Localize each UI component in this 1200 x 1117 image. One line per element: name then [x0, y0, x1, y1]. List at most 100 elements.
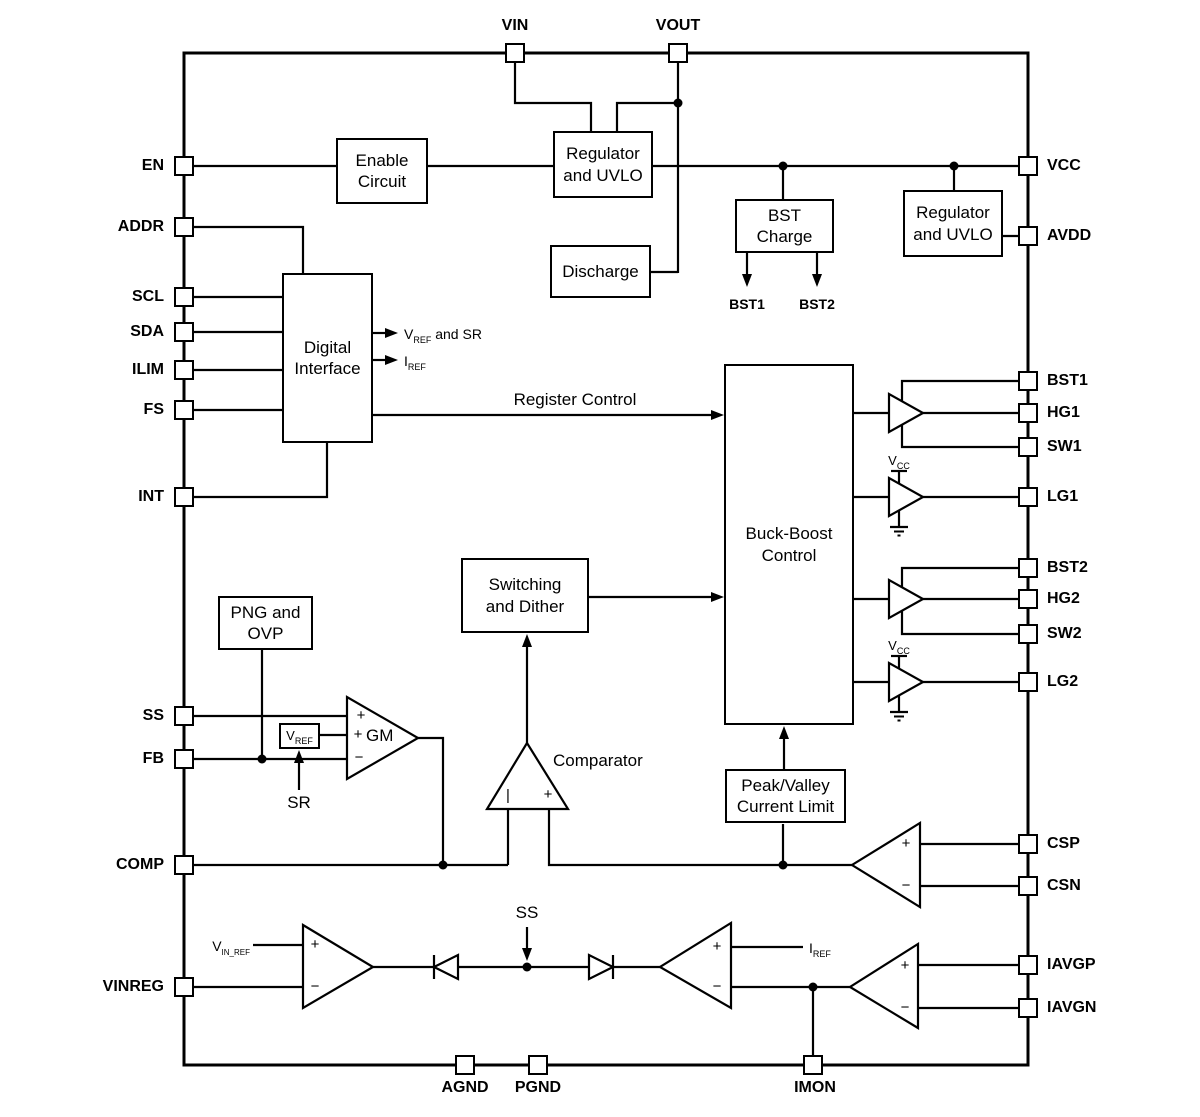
pin-en	[174, 156, 194, 176]
iavg-amp-triangle	[847, 942, 920, 1030]
pin-label-lg1: LG1	[1047, 488, 1079, 505]
pin-comp	[174, 855, 194, 875]
iref-out-label: IREF	[404, 353, 426, 372]
pin-addr	[174, 217, 194, 237]
pin-label-ilim: ILIM	[132, 361, 164, 378]
pin-vin	[505, 43, 525, 63]
pin-label-ss: SS	[142, 707, 164, 724]
current-sense-amp-triangle	[849, 821, 922, 909]
pin-label-int: INT	[138, 488, 164, 505]
pin-iavgn	[1018, 998, 1038, 1018]
clamp-amp-triangle	[657, 921, 733, 1010]
pin-label-sw2: SW2	[1047, 625, 1082, 642]
register-control-label: Register Control	[513, 390, 637, 409]
lg2-driver-triangle	[887, 661, 926, 703]
cs-amp-minus: −	[901, 877, 911, 894]
vin-wire	[513, 63, 593, 133]
pin-imon	[803, 1055, 823, 1075]
pin-label-fs: FS	[143, 401, 164, 418]
pin-label-vout: VOUT	[655, 17, 701, 34]
comparator-label: Comparator	[553, 751, 643, 770]
diode-right-triangle	[587, 953, 616, 981]
vcc-driver1-label: VCC	[888, 453, 910, 471]
pin-label-sw1: SW1	[1047, 438, 1082, 455]
pin-csn	[1018, 876, 1038, 896]
junction-dot	[438, 860, 448, 870]
junction-dot	[808, 982, 818, 992]
pin-label-comp: COMP	[116, 856, 164, 873]
vinreg-amp-triangle	[301, 923, 376, 1010]
arrow-ss-inject	[522, 948, 532, 961]
vref-box-label: VREF	[286, 727, 313, 746]
pin-bst1	[1018, 371, 1038, 391]
pin-label-csp: CSP	[1047, 835, 1080, 852]
gm-amp-triangle	[345, 695, 421, 781]
pin-vcc	[1018, 156, 1038, 176]
pin-sw1	[1018, 437, 1038, 457]
vout-branch-wire	[615, 101, 678, 133]
pin-label-vinreg: VINREG	[102, 978, 164, 995]
block-png-ovp: PNG and OVP	[218, 596, 313, 650]
pin-avdd	[1018, 226, 1038, 246]
sw1-wire	[900, 423, 1018, 449]
pin-scl	[174, 287, 194, 307]
pin-lg2	[1018, 672, 1038, 692]
block-buck-boost-control: Buck-Boost Control	[724, 364, 854, 725]
pin-label-en: EN	[141, 157, 164, 174]
arrow-iref	[385, 355, 398, 365]
arrow-switching	[711, 592, 724, 602]
pin-label-sda: SDA	[130, 323, 164, 340]
hg2-driver-triangle	[887, 578, 926, 620]
vinreg-amp-minus: −	[310, 978, 320, 995]
arrow-bst2-charge	[812, 274, 822, 287]
pin-fs	[174, 400, 194, 420]
pin-bst2	[1018, 558, 1038, 578]
junction-dot	[522, 962, 532, 972]
pin-label-hg1: HG1	[1047, 404, 1080, 421]
vin-ref-label: VIN_REF	[212, 938, 250, 957]
gm-minus: −	[354, 749, 364, 766]
pin-hg2	[1018, 589, 1038, 609]
pin-lg1	[1018, 487, 1038, 507]
pin-ilim	[174, 360, 194, 380]
pin-hg1	[1018, 403, 1038, 423]
pin-vout	[668, 43, 688, 63]
bst2-wire	[900, 566, 1018, 590]
arrow-sr	[294, 750, 304, 763]
pin-label-addr: ADDR	[117, 218, 164, 235]
ss-node-label: SS	[515, 903, 539, 922]
pin-label-scl: SCL	[132, 288, 164, 305]
gm-label: GM	[366, 726, 394, 745]
pin-pgnd	[528, 1055, 548, 1075]
clamp-amp-minus: −	[712, 978, 722, 995]
comparator-pos-wire	[547, 809, 852, 867]
vinreg-amp-plus: +	[310, 936, 320, 953]
bst2-out-label: BST2	[799, 296, 835, 312]
junction-dot	[778, 860, 788, 870]
pin-sda	[174, 322, 194, 342]
lg1-driver-triangle	[887, 476, 926, 518]
block-enable-circuit: Enable Circuit	[336, 138, 428, 204]
pin-ss	[174, 706, 194, 726]
arrow-peak-valley	[779, 726, 789, 739]
block-switching-dither: Switching and Dither	[461, 558, 589, 633]
pin-iavgp	[1018, 955, 1038, 975]
pin-label-csn: CSN	[1047, 877, 1081, 894]
vref-sr-label: VREF and SR	[404, 326, 482, 345]
gm-plus-top: +	[356, 707, 366, 724]
block-bst-charge: BST Charge	[735, 199, 834, 253]
hg1-driver-triangle	[887, 392, 926, 434]
clamp-amp-plus: +	[712, 938, 722, 955]
pin-label-bst2: BST2	[1047, 559, 1088, 576]
block-digital-interface: Digital Interface	[282, 273, 373, 443]
pin-label-imon: IMON	[794, 1079, 836, 1096]
gm-plus-mid: +	[353, 726, 363, 743]
comparator-plus: +	[543, 786, 553, 803]
arrow-register-control	[711, 410, 724, 420]
block-vref: VREF	[279, 723, 320, 749]
iavg-amp-plus: +	[900, 957, 910, 974]
pin-agnd	[455, 1055, 475, 1075]
pin-label-hg2: HG2	[1047, 590, 1080, 607]
